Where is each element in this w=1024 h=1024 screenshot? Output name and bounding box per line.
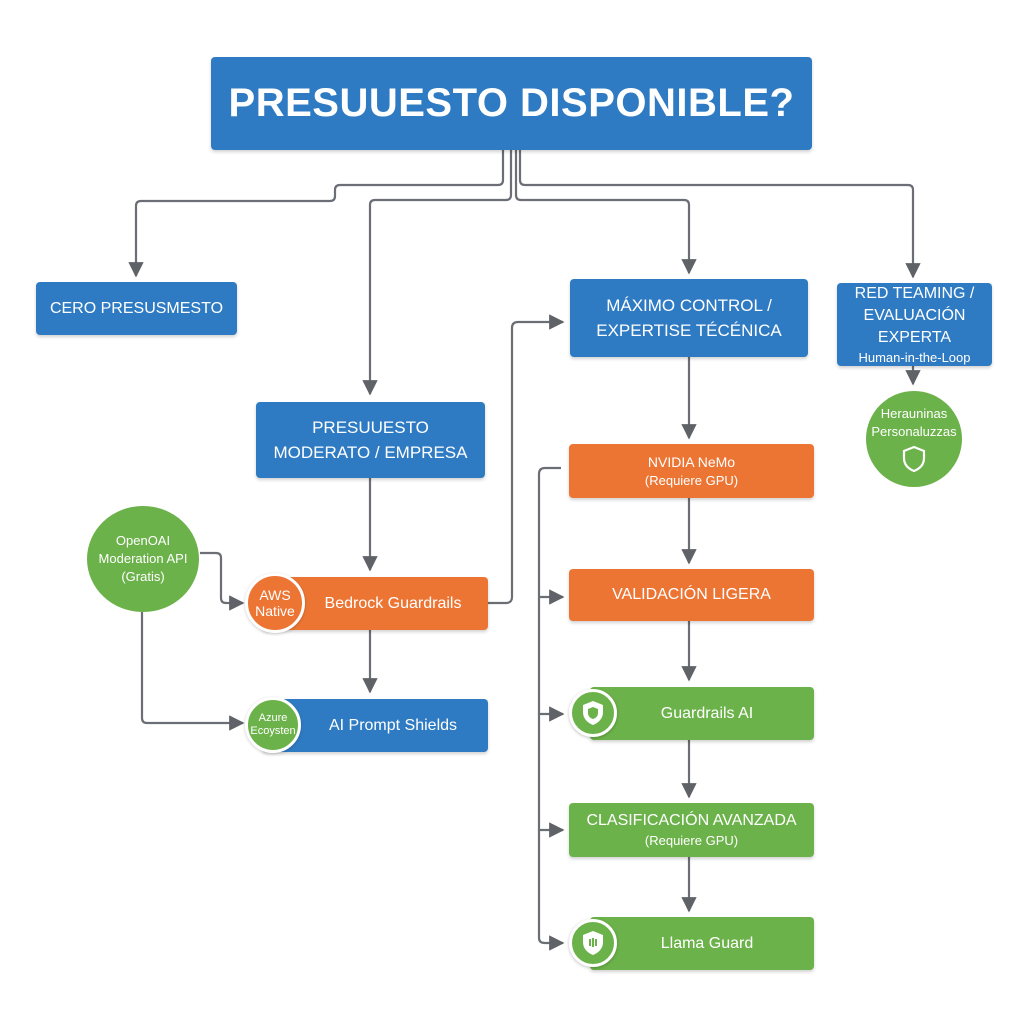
node-validacion-ligera: VALIDACIÓN LIGERA xyxy=(569,569,814,621)
node-nemo-line1: NVIDIA NeMo xyxy=(647,453,736,470)
shield-icon xyxy=(583,701,603,725)
edge-openai-aws xyxy=(200,551,245,611)
node-presupuesto-moderado: PRESUUESTO MODERATO / EMPRESA xyxy=(256,402,485,478)
shield-icon xyxy=(583,931,603,955)
edge-openai-azure xyxy=(140,612,245,731)
node-validacion-label: VALIDACIÓN LIGERA xyxy=(612,586,771,603)
badge-aws-native: AWS Native xyxy=(245,573,305,633)
edge-title-redteam xyxy=(518,150,921,279)
node-clasificacion-line1: CLASIFICACIÓN AVANZADA xyxy=(586,812,797,829)
edge-bedrock-maximo xyxy=(487,314,565,605)
shield-badge-llama xyxy=(569,919,617,967)
edge-title-maximo xyxy=(514,150,697,275)
node-openai-line1: OpenOAI xyxy=(115,533,171,548)
node-openai-line3: (Gratis) xyxy=(121,569,165,584)
node-herramientas: Herauninas Personaluzzas xyxy=(866,391,962,487)
badge-azure-line1: Azure xyxy=(258,712,288,724)
node-herramientas-line2: Personaluzzas xyxy=(871,424,957,439)
node-llama-guard: Llama Guard xyxy=(590,917,814,970)
badge-aws-line1: AWS xyxy=(259,587,291,603)
node-maximo-line1: MÁXIMO CONTROL / xyxy=(606,296,772,315)
node-moderado-line1: PRESUUESTO xyxy=(312,418,429,437)
node-redteam-line3: Human-in-the-Loop xyxy=(858,349,971,365)
edge-title-moderado xyxy=(362,150,513,396)
edge-title-cero xyxy=(128,150,505,278)
node-cero-label: CERO PRESUSMESTO xyxy=(49,299,224,317)
node-nvidia-nemo: NVIDIA NeMo (Requiere GPU) xyxy=(569,444,814,498)
node-maximo-control: MÁXIMO CONTROL / EXPERTISE TÉCÉNICA xyxy=(570,279,808,357)
node-guardrails-ai-label: Guardrails AI xyxy=(660,704,754,722)
node-llama-guard-label: Llama Guard xyxy=(660,934,754,952)
node-cero-presupuesto: CERO PRESUSMESTO xyxy=(36,282,237,335)
node-maximo-line2: EXPERTISE TÉCÉNICA xyxy=(596,321,782,340)
node-moderado-line2: MODERATO / EMPRESA xyxy=(273,443,468,462)
node-nemo-line2: (Requiere GPU) xyxy=(644,472,739,488)
shield-icon xyxy=(902,445,926,473)
node-herramientas-line1: Herauninas xyxy=(880,406,948,421)
node-red-teaming: RED TEAMING / EVALUACIÓN EXPERTA Human-i… xyxy=(837,283,992,366)
node-clasificacion-line2: (Requiere GPU) xyxy=(644,833,739,848)
edge-rail xyxy=(537,466,565,951)
badge-azure-line2: Ecoysten xyxy=(250,725,296,737)
node-prompt-shields-label: AI Prompt Shields xyxy=(328,716,458,734)
node-clasificacion-avanzada: CLASIFICACIÓN AVANZADA (Requiere GPU) xyxy=(569,803,814,857)
node-openai-line2: Moderation API xyxy=(98,551,188,566)
badge-azure-ecosystem: Azure Ecoysten xyxy=(245,697,301,753)
node-redteam-line2: EVALUACIÓN EXPERTA xyxy=(863,306,966,346)
node-bedrock-label: Bedrock Guardrails xyxy=(324,594,462,612)
decision-title-text: PRESUUESTO DISPONIBLE? xyxy=(228,81,795,125)
node-redteam-line1: RED TEAMING / xyxy=(854,284,975,302)
node-guardrails-ai: Guardrails AI xyxy=(590,687,814,740)
node-openai-moderation: OpenOAI Moderation API (Gratis) xyxy=(87,506,199,612)
badge-aws-line2: Native xyxy=(255,603,295,619)
decision-title: PRESUUESTO DISPONIBLE? xyxy=(211,57,812,150)
shield-badge-guardrails xyxy=(569,689,617,737)
